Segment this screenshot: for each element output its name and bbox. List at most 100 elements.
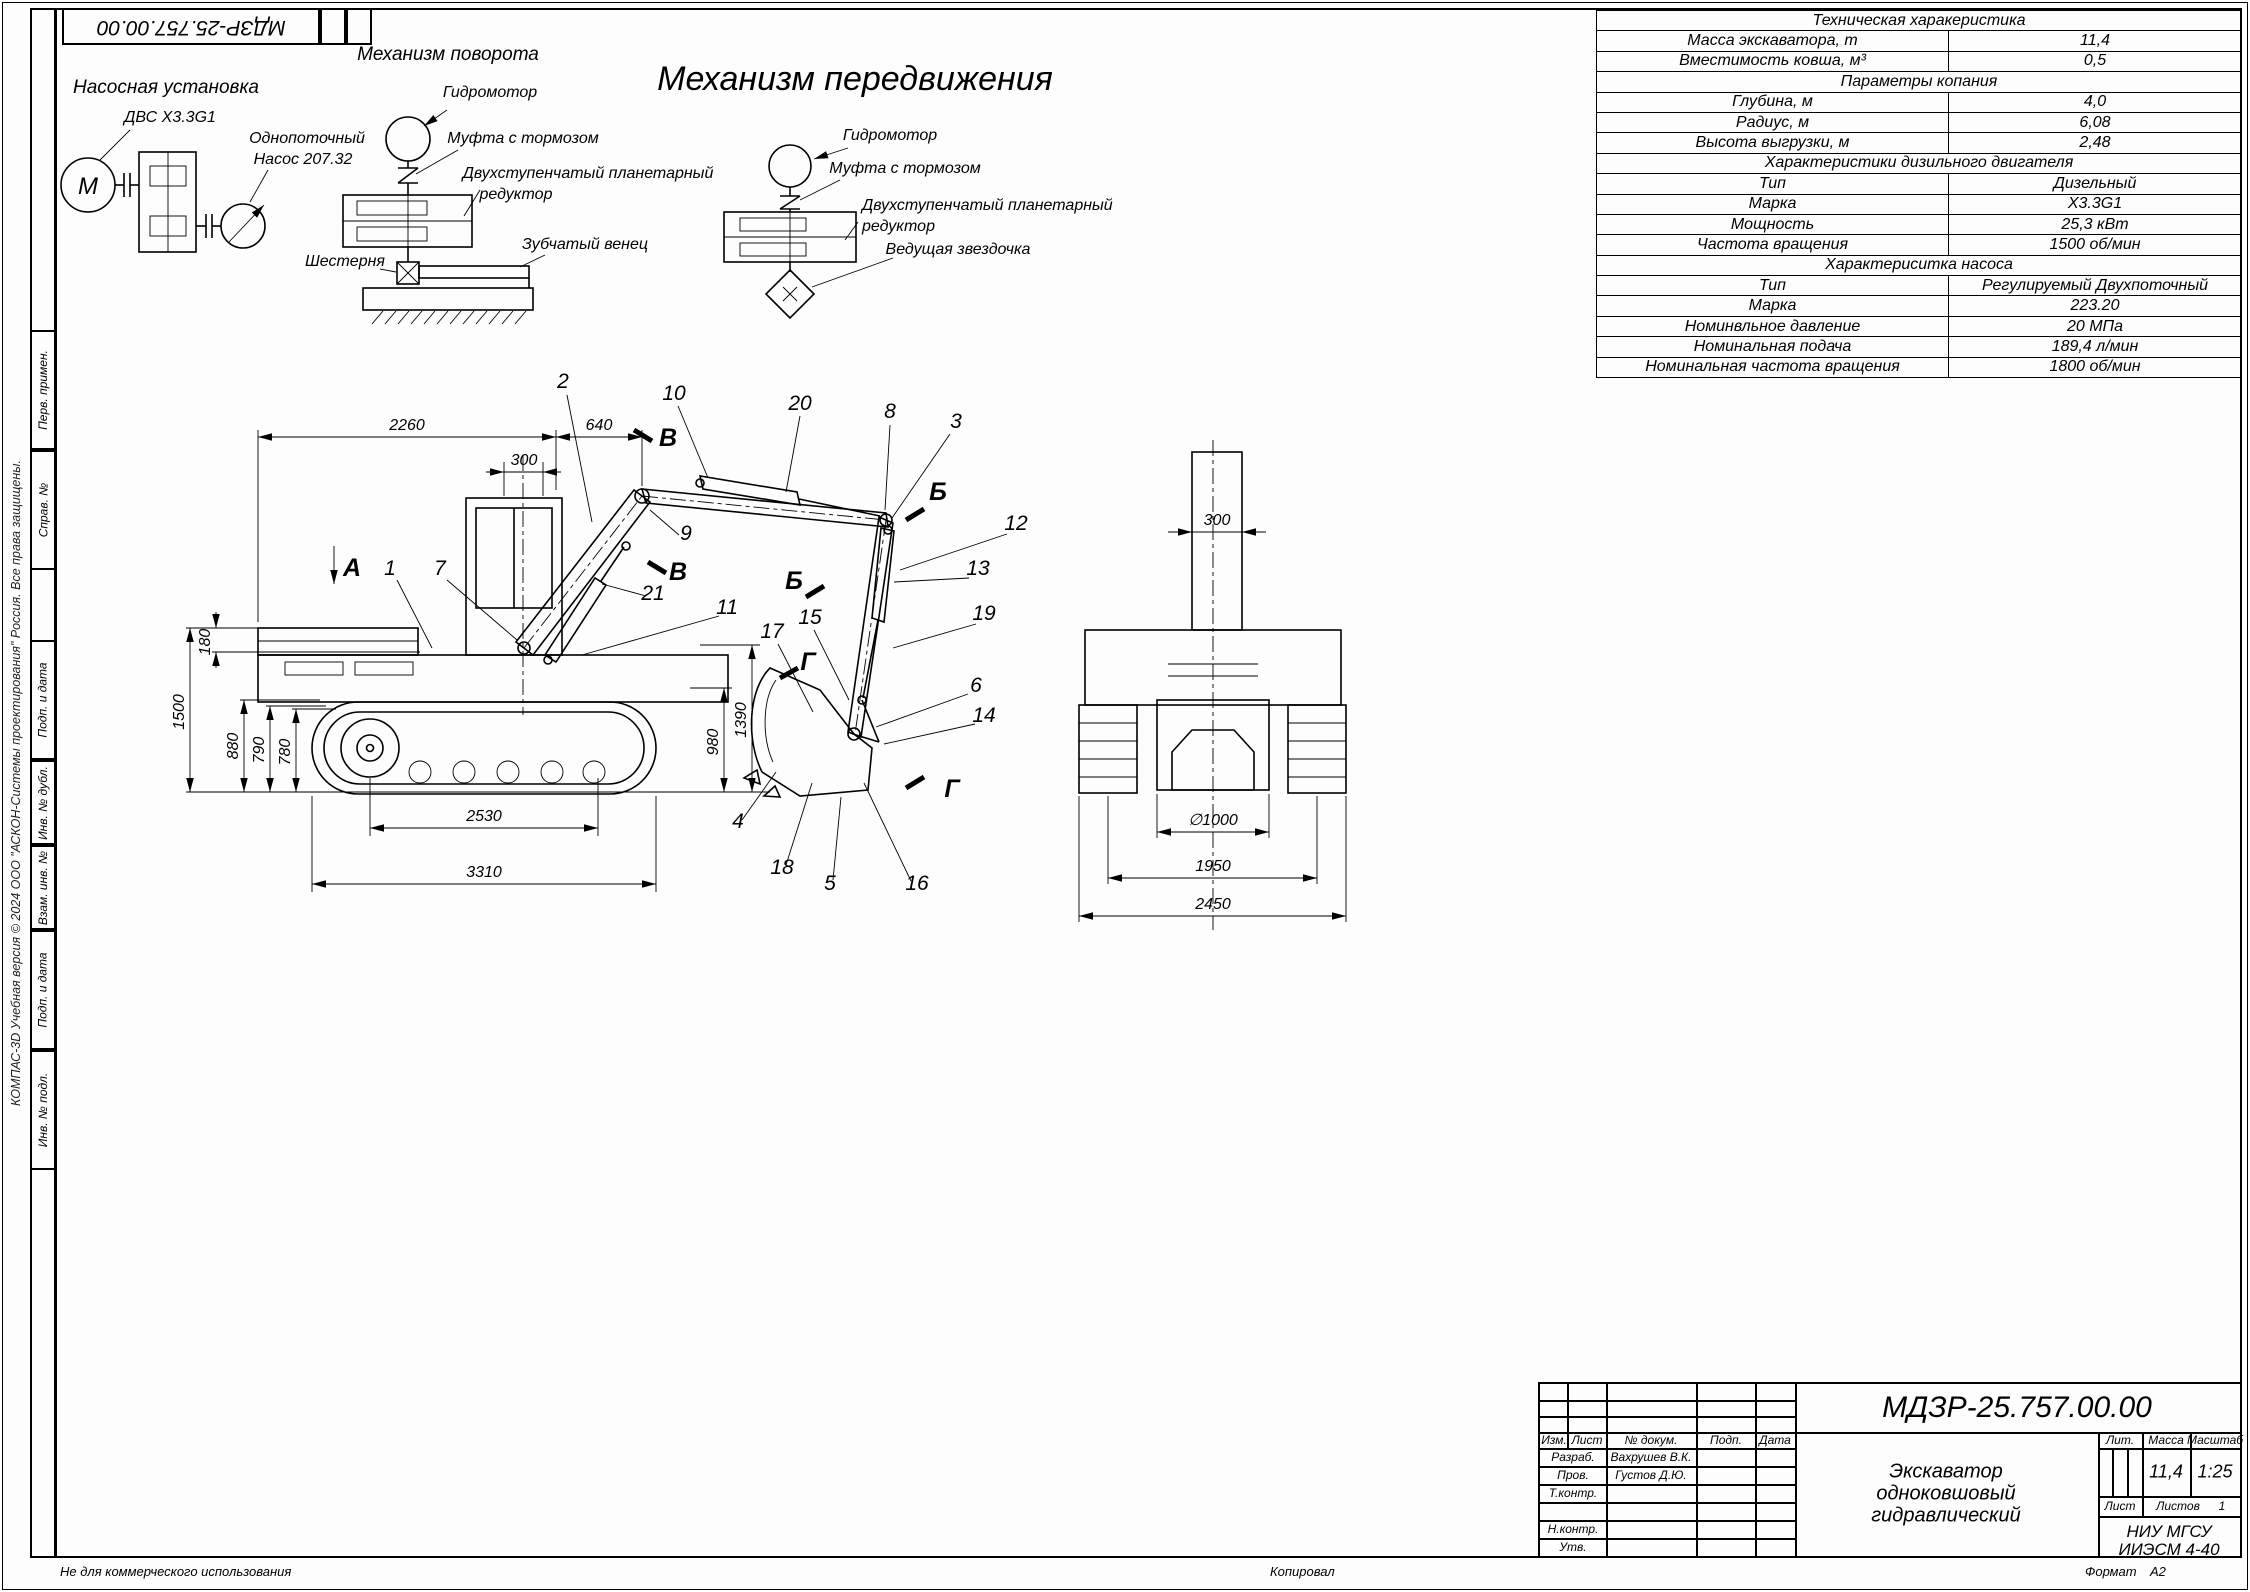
dim-1950: 1950: [1195, 858, 1231, 875]
lit-label: Лит.: [2105, 1433, 2135, 1447]
callout-12: 12: [1004, 512, 1028, 535]
margin-box-sprav-no: Справ. №: [30, 450, 56, 570]
travel-reducer-label-1: Двухступенчатый планетарный: [860, 197, 1113, 214]
spec-value: 1800 об/мин: [1948, 356, 2242, 379]
callout-9: 9: [680, 522, 692, 545]
part-name-line3: гидравлический: [1871, 1504, 2021, 1527]
dim-300: 300: [511, 452, 538, 469]
side-view-dimensions: 2260 640 300 1500 180 880 790 780: [171, 417, 760, 892]
spec-label: Вместимость ковша, м³: [1596, 50, 1949, 73]
scale-label: Масштаб: [2186, 1433, 2244, 1447]
callout-6: 6: [970, 674, 982, 697]
part-name-line2: одноковшовый: [1876, 1482, 2016, 1505]
drawing-frame: [55, 8, 2242, 1558]
section-letter-a: А: [342, 554, 361, 582]
callout-3: 3: [950, 410, 962, 433]
col-podp: Подп.: [1710, 1433, 1742, 1447]
dim-2530: 2530: [465, 808, 502, 825]
dim-wheel-1000: ∅1000: [1188, 812, 1238, 829]
section-letter-v-top: В: [659, 424, 677, 452]
travel-clutch-label: Муфта с тормозом: [829, 160, 980, 177]
rotation-pinion-label: Шестерня: [305, 253, 385, 270]
margin-box-inv-dubl: Инв. № дубл.: [30, 760, 56, 845]
stamp-extra-box-2: [346, 8, 372, 45]
format-value: А2: [2150, 1564, 2166, 1579]
title-block: МДЗР-25.757.00.00 Экскаватор одноковшовы…: [1538, 1382, 2244, 1559]
dim-880: 880: [225, 733, 242, 760]
dim-640: 640: [586, 417, 613, 434]
pump-unit-title: Насосная установка: [73, 77, 259, 98]
rotation-hydromotor-label: Гидромотор: [443, 84, 537, 101]
col-list: Лист: [1571, 1433, 1603, 1447]
corner-stamp: МДЗР-25.757.00.00: [62, 8, 320, 45]
boom-cylinder: [543, 541, 631, 665]
callout-20: 20: [787, 392, 812, 415]
mass-value: 11,4: [2149, 1461, 2183, 1482]
kopiroval-label: Копировал: [1270, 1564, 1335, 1579]
rear-view: 300 ∅1000 1950 2450: [1078, 440, 1347, 930]
section-marks: А В В Б Б Г Г: [330, 424, 961, 803]
bucket: [742, 667, 873, 798]
spec-value: 189,4 л/мин: [1948, 336, 2242, 358]
stick: [847, 515, 894, 741]
row-razrab: Разраб.: [1551, 1450, 1595, 1464]
not-commercial-note: Не для коммерческого использования: [60, 1564, 292, 1579]
sheets-value: 1: [2218, 1499, 2226, 1513]
dim-780: 780: [277, 739, 294, 766]
callout-15: 15: [798, 606, 822, 629]
motor-letter: М: [78, 173, 98, 200]
dim-2260: 2260: [388, 417, 425, 434]
callout-1: 1: [384, 557, 396, 580]
row-prov: Пров.: [1557, 1468, 1589, 1482]
arm-cylinder: [695, 475, 881, 517]
callout-19: 19: [972, 602, 996, 625]
engine-label: ДВС X3.3G1: [122, 109, 216, 126]
callout-18: 18: [770, 856, 794, 879]
callout-21: 21: [640, 582, 664, 605]
callout-4: 4: [732, 810, 744, 833]
dim-1390: 1390: [733, 702, 750, 738]
margin-box-podp-data-1: Подп. и дата: [30, 640, 56, 760]
spec-label: Масса экскаватора, т: [1596, 30, 1949, 52]
travel-title: Механизм передвижения: [657, 60, 1053, 98]
dim-2450: 2450: [1194, 896, 1231, 913]
row-tkontr: Т.контр.: [1548, 1486, 1598, 1500]
callout-7: 7: [434, 557, 447, 580]
callout-5: 5: [824, 872, 836, 895]
ground-hatch: [371, 310, 527, 325]
section-letter-g-top: Г: [800, 648, 817, 676]
spec-label: Частота вращения: [1596, 234, 1949, 256]
center-lines: [522, 455, 887, 735]
dim-3310: 3310: [466, 864, 502, 881]
spec-label: Номинальная частота вращения: [1596, 356, 1949, 379]
pump-label-1: Однопоточный: [249, 130, 365, 147]
boom: [514, 488, 893, 657]
section-letter-v-bottom: В: [669, 558, 687, 586]
sheets-label: Листов: [2156, 1499, 2200, 1513]
pump-unit-schematic: Насосная установка М ДВС X3.3G1 Однопото…: [60, 77, 365, 253]
org-line1: НИУ МГСУ: [2126, 1522, 2212, 1541]
rotation-mechanism-schematic: Механизм поворота Гидромотор Муфта с тор…: [305, 44, 714, 325]
travel-hydromotor-label: Гидромотор: [843, 127, 937, 144]
part-name-line1: Экскаватор: [1889, 1460, 2003, 1483]
spec-value: 0,5: [1948, 50, 2242, 73]
callout-17: 17: [760, 620, 785, 643]
rotation-reducer-label-1: Двухступенчатый планетарный: [461, 165, 714, 182]
spec-label: Номинвльное давление: [1596, 315, 1949, 338]
upper-structure: [257, 627, 729, 703]
spec-table: Техническая харакеристика Масса экскават…: [1596, 9, 2242, 379]
travel-sprocket-label: Ведущая звездочка: [886, 241, 1031, 258]
callout-10: 10: [662, 382, 686, 405]
rotation-ring-gear-label: Зубчатый венец: [522, 236, 648, 253]
rotation-title: Механизм поворота: [357, 44, 539, 65]
margin-box-vzam-inv: Взам. инв. №: [30, 845, 56, 930]
row-razrab-name: Вахрушев В.К.: [1610, 1450, 1692, 1464]
margin-box-perv-primen: Перв. примен.: [30, 330, 56, 450]
section-letter-b-top: Б: [929, 478, 947, 506]
org-line2: ИИЭСМ 4-40: [2118, 1540, 2220, 1559]
section-letter-g-bottom: Г: [944, 775, 961, 803]
stamp-extra-box-1: [320, 8, 346, 45]
margin-box-inv-podl: Инв. № подл.: [30, 1050, 56, 1170]
callout-14: 14: [972, 704, 995, 727]
